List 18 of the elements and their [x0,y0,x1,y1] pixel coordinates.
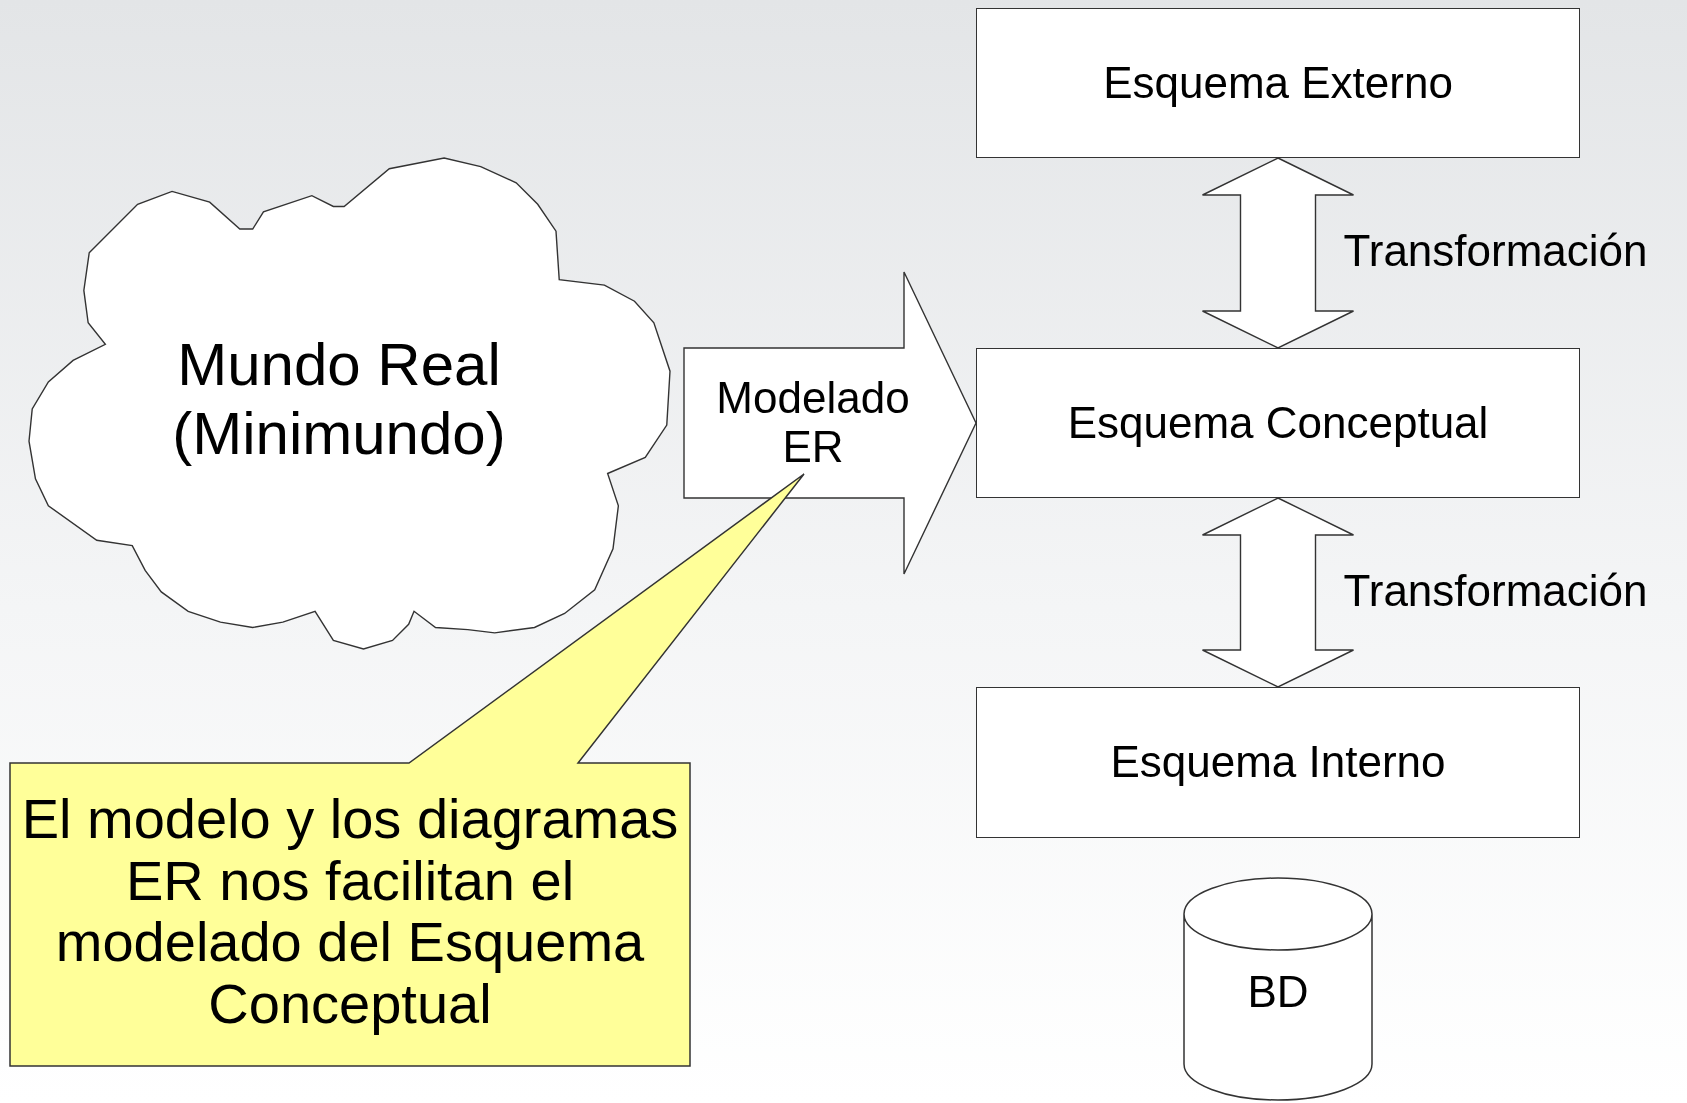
node-label: Mundo Real (Minimundo) [171,330,507,468]
database-cylinder [1183,877,1373,1101]
process-box [976,687,1580,838]
node-label: Esquema Externo [1103,57,1453,109]
callout-text: El modelo y los diagramas ER nos facilitan el modelado del Esquema Conceptual [20,788,680,1035]
edge-label: Transformación [1343,226,1648,276]
block-arrow [683,271,977,575]
cloud-shape [29,158,670,649]
process-box [976,348,1580,498]
node-label: Esquema Conceptual [1067,397,1489,449]
node-label: Esquema Interno [1110,737,1446,788]
callout-bubble [10,474,804,1066]
edge-label: Modelado ER [715,373,911,472]
node-label: BD [1246,967,1310,1018]
edge-label: Transformación [1343,565,1648,615]
block-arrow [1201,497,1355,688]
process-box [976,8,1580,158]
block-arrow [1201,157,1355,349]
